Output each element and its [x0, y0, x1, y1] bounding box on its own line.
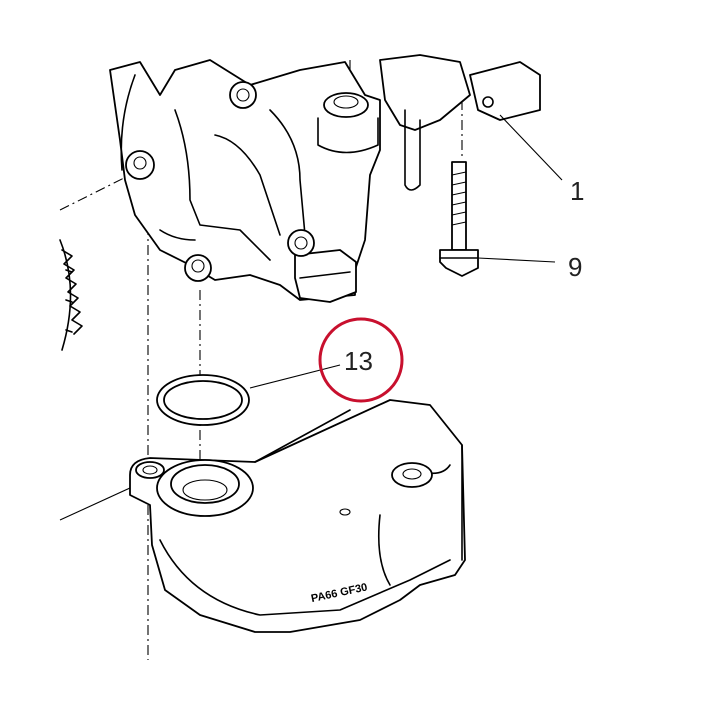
oil-pump-housing: [109, 54, 541, 303]
sprocket-partial: [59, 239, 83, 351]
housing-bolt-head: [287, 229, 315, 257]
oil-strainer-body: PA66 GF30: [129, 399, 466, 633]
o-ring-13: [156, 374, 250, 426]
callout-label-1: 1: [570, 176, 584, 206]
callout-label-9: 9: [568, 252, 582, 282]
leader-lines: [59, 114, 563, 521]
callout-label-13: 13: [344, 346, 373, 376]
bolt-9: [439, 161, 479, 277]
housing-bolt-head: [125, 150, 155, 180]
housing-bolt-head: [184, 254, 212, 282]
housing-bolt-head: [229, 81, 257, 109]
highlight-circle: [318, 317, 404, 403]
